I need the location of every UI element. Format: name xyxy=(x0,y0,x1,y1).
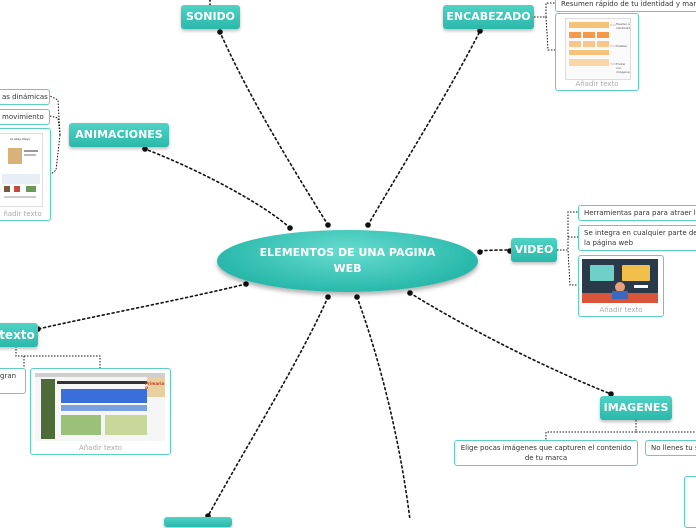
encabezado-card-caption: Añadir texto xyxy=(575,80,619,88)
texto-thumbnail: Primaria P xyxy=(35,373,165,441)
video-subtopic-herramientas[interactable]: Herramientas para para atraer la a xyxy=(578,205,696,221)
branch-sonido-label: SONIDO xyxy=(185,10,236,23)
branch-texto-label: texto xyxy=(0,328,35,342)
texto-subtopic-gran[interactable]: gran xyxy=(0,368,26,394)
texto-card-caption: Añadir texto xyxy=(78,444,123,452)
branch-encabezado-label: ENCABEZADO xyxy=(446,10,531,23)
encabezado-thumbnail: Header a identidad Sidebar Footer con im… xyxy=(565,18,631,80)
branch-imagenes-label: IMAGENES xyxy=(603,401,669,414)
branch-imagenes[interactable]: IMAGENES xyxy=(600,396,672,420)
video-editing-illustration-icon xyxy=(582,259,658,303)
video-subtopic-integra[interactable]: Se integra en cualquier parte de la pági… xyxy=(578,225,696,251)
central-topic[interactable]: ELEMENTOS DE UNA PAGINA WEB xyxy=(217,230,478,292)
animaciones-image-card[interactable]: Al ebay Mayo ñadir texto xyxy=(0,128,51,221)
branch-sonido[interactable]: SONIDO xyxy=(181,5,240,29)
webpage-screenshot-icon xyxy=(35,373,165,441)
imagenes-card-partial[interactable] xyxy=(684,476,696,528)
animaciones-card-caption: ñadir texto xyxy=(3,210,42,218)
branch-texto[interactable]: texto xyxy=(0,323,38,347)
branch-animaciones[interactable]: ANIMACIONES xyxy=(69,123,169,147)
animaciones-subtopic-movimiento[interactable]: movimiento xyxy=(0,109,50,125)
animaciones-thumbnail: Al ebay Mayo xyxy=(0,133,43,207)
wireframe-icon xyxy=(569,22,616,66)
texto-image-card[interactable]: Primaria P Añadir texto xyxy=(30,368,171,455)
imagenes-subtopic-elige[interactable]: Elige pocas imágenes que capturen el con… xyxy=(454,440,638,466)
video-image-card[interactable]: Añadir texto xyxy=(578,255,664,317)
branch-video[interactable]: VIDEO xyxy=(511,238,557,262)
imagenes-subtopic-no-llenes[interactable]: No llenes tu si xyxy=(645,440,696,456)
video-thumbnail xyxy=(582,259,658,303)
webpage-screenshot-icon xyxy=(0,134,42,206)
branch-partial-bottom[interactable] xyxy=(164,517,232,527)
branch-video-label: VIDEO xyxy=(514,243,554,256)
branch-animaciones-label: ANIMACIONES xyxy=(75,128,163,141)
central-topic-label: ELEMENTOS DE UNA PAGINA WEB xyxy=(259,246,436,275)
encabezado-image-card[interactable]: Header a identidad Sidebar Footer con im… xyxy=(555,13,639,91)
encabezado-subtopic-resumen[interactable]: Resumen rápido de tu identidad y marca xyxy=(555,0,696,12)
animaciones-subtopic-dinamicas[interactable]: as dinámicas xyxy=(0,89,50,105)
branch-encabezado[interactable]: ENCABEZADO xyxy=(443,5,534,29)
video-card-caption: Añadir texto xyxy=(599,306,643,314)
